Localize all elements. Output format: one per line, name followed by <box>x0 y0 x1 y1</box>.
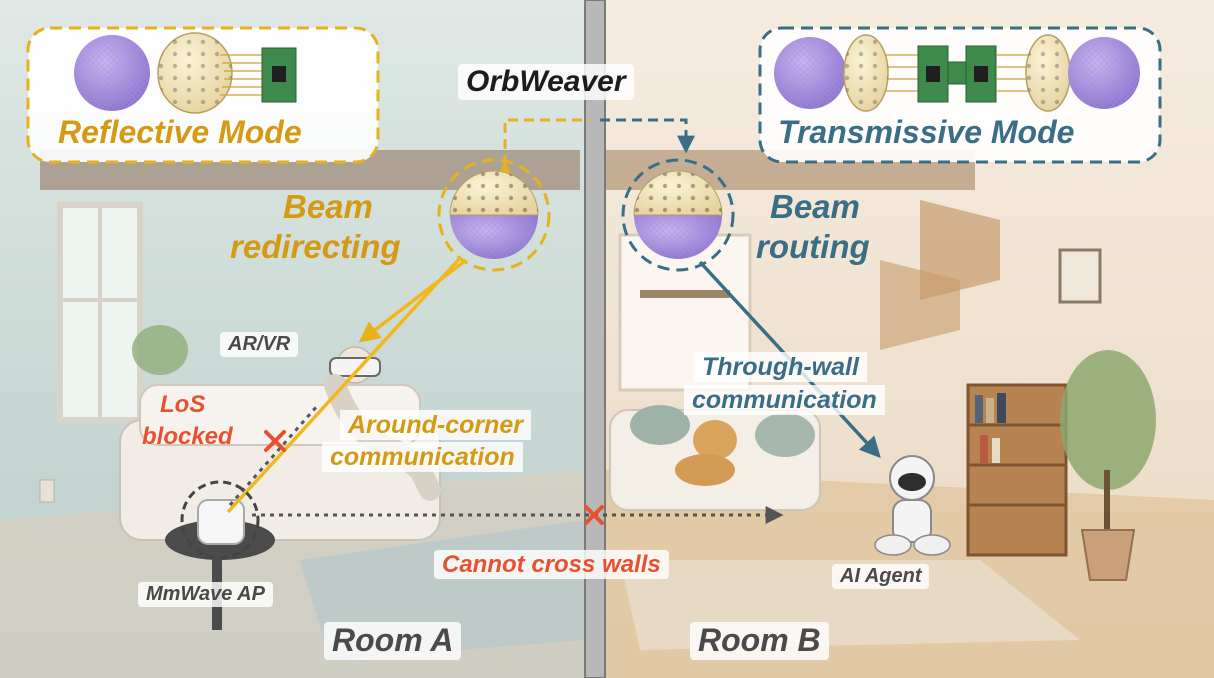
beam-routing-line1: Beam <box>770 188 860 225</box>
ai-agent-label: AI Agent <box>832 564 930 589</box>
transmissive-mode-label: Transmissive Mode <box>778 114 1075 150</box>
los-blocked-icon <box>264 430 286 452</box>
mmwave-ap-highlight <box>180 480 260 560</box>
los-blocked-line2: blocked <box>142 423 233 450</box>
around-corner-line2: communication <box>322 442 523 473</box>
room-a-label: Room A <box>324 622 462 660</box>
wall-blocked-icon <box>584 505 604 525</box>
beam-redirecting-line1: Beam <box>283 188 373 225</box>
beam-routing-line2: routing <box>756 228 870 265</box>
beam-redirecting-line2: redirecting <box>230 228 401 265</box>
los-blocked-line1: LoS <box>160 391 206 418</box>
transmissive-mode-components-icon <box>774 34 1140 112</box>
room-b-label: Room B <box>690 622 829 660</box>
reflective-mode-label: Reflective Mode <box>58 114 302 150</box>
reflective-mode-components-icon <box>74 32 297 114</box>
transmissive-orb <box>621 158 735 272</box>
orbweaver-connectors <box>496 118 695 180</box>
cannot-cross-walls-label: Cannot cross walls <box>434 550 669 580</box>
through-wall-line1: Through-wall <box>694 352 867 383</box>
through-wall-line2: communication <box>684 385 885 416</box>
orbweaver-title: OrbWeaver <box>458 64 634 100</box>
mmwave-ap-label: MmWave AP <box>138 582 273 607</box>
around-corner-line1: Around-corner <box>340 410 531 441</box>
reflective-orb <box>437 158 551 272</box>
ar-vr-label: AR/VR <box>220 332 299 357</box>
